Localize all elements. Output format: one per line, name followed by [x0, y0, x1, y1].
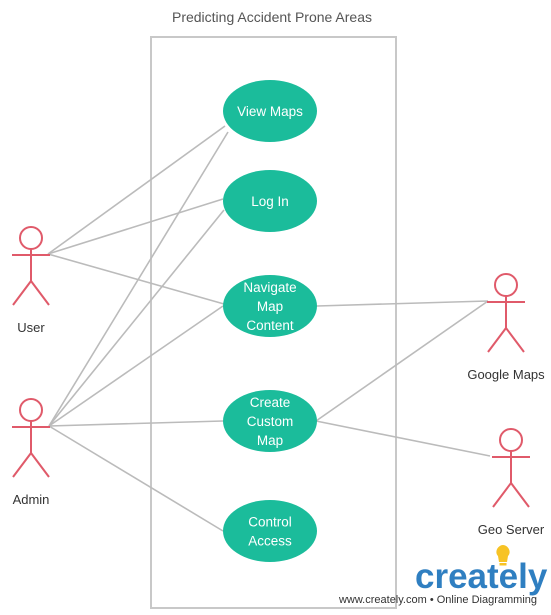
use-case-ellipse	[223, 80, 317, 142]
association-admin-create-custom-map	[48, 420, 224, 427]
actor-google-maps: Google Maps	[467, 273, 545, 382]
actor-label: Google Maps	[467, 367, 545, 382]
use-case-ellipse	[223, 275, 317, 337]
actor-label: Admin	[13, 492, 50, 507]
footer-caption: www.creately.com • Online Diagramming	[338, 594, 537, 606]
association-user-log-in	[47, 198, 224, 255]
creately-brand-text: creately	[415, 557, 548, 596]
use-case-label: Map	[257, 299, 283, 314]
stick-figure-icon	[12, 398, 50, 478]
use-case-ellipse	[223, 500, 317, 562]
association-admin-log-in	[48, 209, 225, 427]
association-google-maps-create-custom-map	[315, 300, 489, 422]
use-case-label: Content	[246, 318, 294, 333]
lightbulb-icon	[496, 545, 510, 566]
stick-figure-icon	[492, 428, 530, 508]
actor-admin: Admin	[12, 398, 50, 507]
actor-user: User	[12, 226, 50, 335]
use-case-label: Create	[250, 395, 291, 410]
use-case-label: Custom	[247, 414, 294, 429]
association-lines	[47, 125, 491, 532]
actor-geo-server: Geo Server	[478, 428, 545, 537]
association-admin-view-maps	[48, 131, 229, 427]
stick-figure-icon	[12, 226, 50, 306]
stick-figure-icon	[487, 273, 525, 353]
association-admin-control-access	[48, 425, 224, 532]
use-case-ellipse	[223, 390, 317, 452]
actor-label: User	[17, 320, 45, 335]
use-case-label: Navigate	[243, 280, 296, 295]
association-user-navigate-map-content	[47, 253, 225, 305]
use-case-label: Log In	[251, 194, 289, 209]
association-geo-server-create-custom-map	[315, 420, 491, 457]
use-case-log-in: Log In	[223, 170, 317, 232]
use-case-ellipse	[223, 170, 317, 232]
system-boundary	[150, 36, 397, 609]
use-case-label: Control	[248, 515, 292, 530]
use-case-label: Map	[257, 433, 283, 448]
use-case-label: Access	[248, 534, 292, 549]
use-case-view-maps: View Maps	[223, 80, 317, 142]
association-google-maps-navigate-map-content	[316, 300, 489, 307]
diagram-title: Predicting Accident Prone Areas	[172, 9, 372, 25]
association-user-view-maps	[47, 125, 226, 255]
creately-logo: creately	[415, 545, 548, 596]
association-admin-navigate-map-content	[48, 305, 224, 427]
actor-label: Geo Server	[478, 522, 545, 537]
use-case-label: View Maps	[237, 104, 303, 119]
